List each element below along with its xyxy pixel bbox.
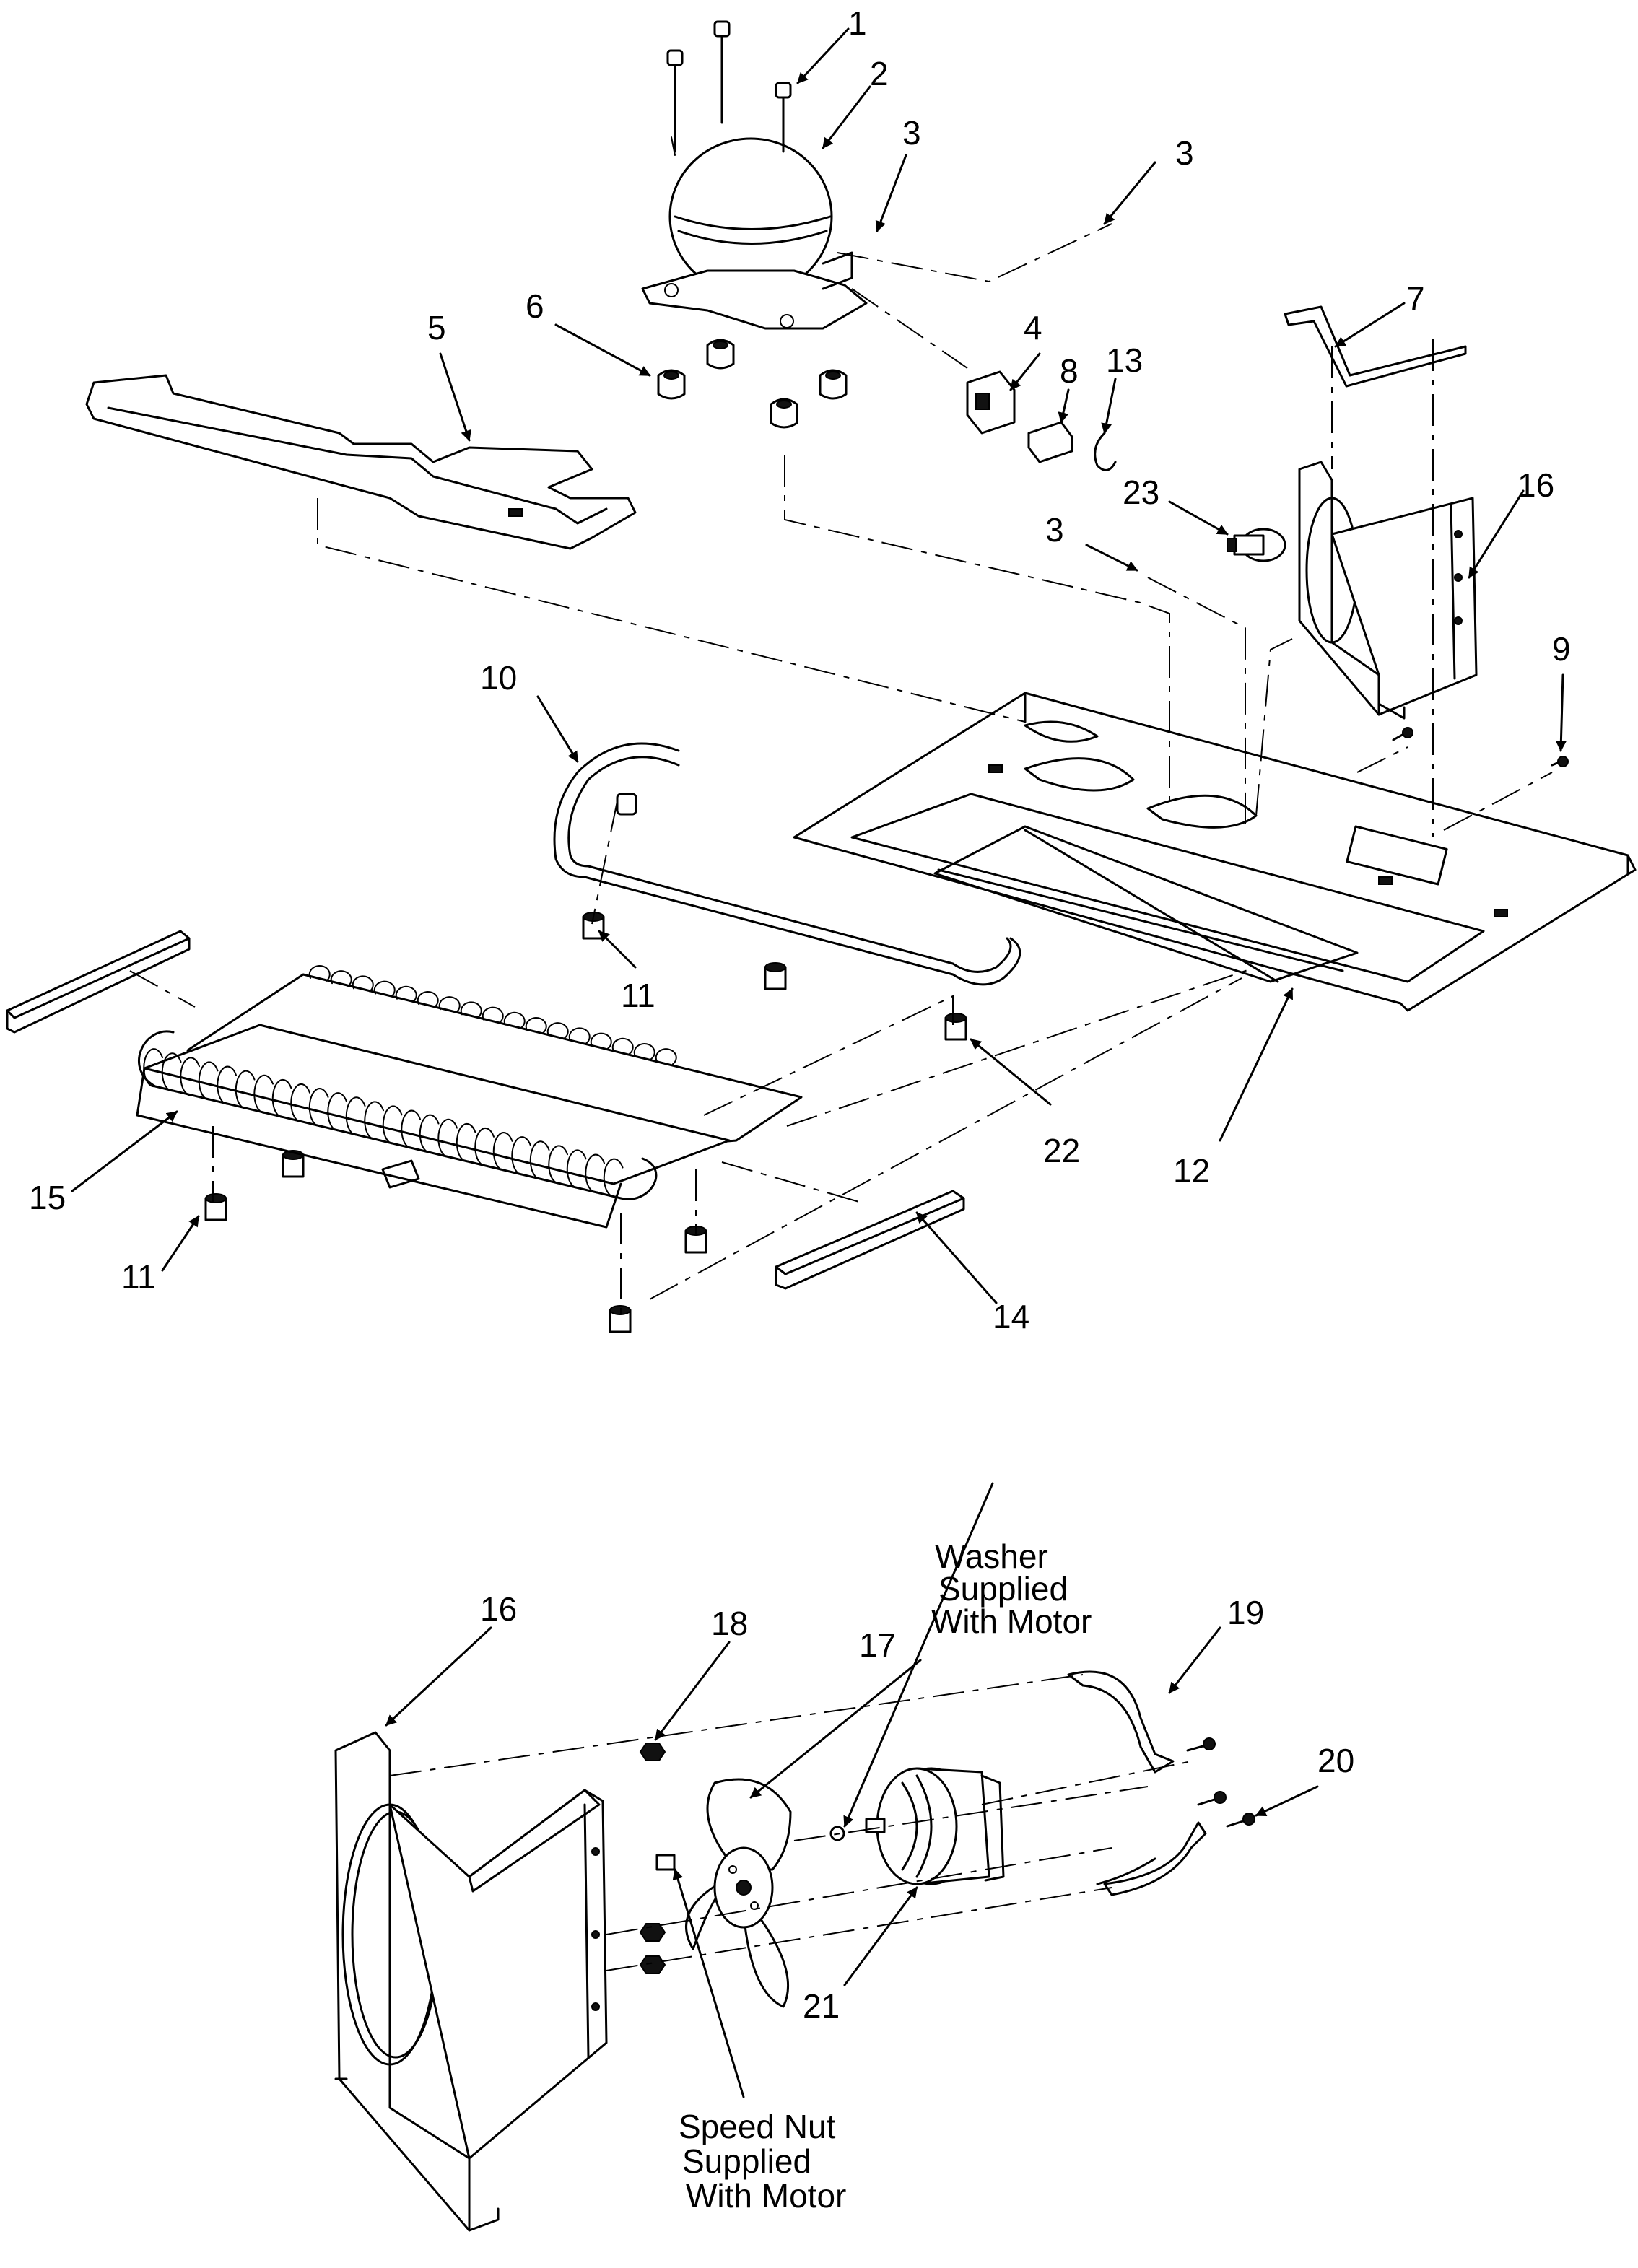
coil-loops bbox=[143, 965, 677, 1198]
drain-pan bbox=[85, 374, 637, 550]
callout-23: 23 bbox=[1123, 474, 1159, 511]
callout-16: 16 bbox=[480, 1590, 517, 1628]
speed-nut-note-line-1: Speed Nut bbox=[679, 2108, 836, 2145]
overload bbox=[1027, 421, 1073, 463]
speed-nut-note-line-2: Supplied bbox=[682, 2142, 811, 2180]
callout-7: 7 bbox=[1406, 280, 1425, 318]
callout-13: 13 bbox=[1106, 341, 1143, 379]
washer-note-line-2: Supplied bbox=[938, 1570, 1068, 1608]
relay bbox=[966, 370, 1016, 435]
callout-8: 8 bbox=[1060, 352, 1079, 390]
brace bbox=[1284, 305, 1467, 388]
condenser-coil bbox=[136, 973, 803, 1229]
base-plate bbox=[793, 692, 1637, 1012]
condenser-tube bbox=[553, 742, 1021, 986]
callout-20: 20 bbox=[1317, 1742, 1354, 1779]
callout-6: 6 bbox=[526, 287, 544, 325]
speed-nut-note-line-3: With Motor bbox=[686, 2177, 846, 2215]
compressor bbox=[641, 136, 868, 330]
callout-3: 3 bbox=[1175, 134, 1194, 172]
callout-11: 11 bbox=[121, 1258, 156, 1296]
callout-3: 3 bbox=[902, 114, 921, 152]
speed-nut-note: Speed Nut Supplied With Motor bbox=[679, 2108, 846, 2215]
motor-brackets bbox=[1067, 1670, 1207, 1896]
callout-15: 15 bbox=[29, 1179, 66, 1216]
callout-labels: 1 2 3 3 4 5 6 7 8 13 23 16 3 9 10 11 22 … bbox=[29, 4, 1571, 2025]
callout-1: 1 bbox=[848, 4, 867, 42]
compressor-bolts bbox=[666, 20, 792, 153]
callout-3: 3 bbox=[1045, 511, 1064, 549]
washer-note: Washer Supplied With Motor bbox=[931, 1538, 1092, 1640]
assembly-lines-top bbox=[129, 223, 1553, 1314]
callout-17: 17 bbox=[859, 1626, 896, 1664]
fan-motor bbox=[829, 1767, 1005, 1885]
capacitor bbox=[1227, 528, 1286, 562]
fan-blade bbox=[655, 1778, 792, 2008]
callout-18: 18 bbox=[711, 1605, 748, 1642]
base-bolts bbox=[1392, 727, 1569, 767]
washer-note-line-3: With Motor bbox=[931, 1602, 1092, 1640]
callout-16: 16 bbox=[1517, 466, 1554, 504]
callout-4: 4 bbox=[1024, 309, 1042, 346]
callout-2: 2 bbox=[870, 55, 889, 92]
callout-21: 21 bbox=[803, 1987, 840, 2025]
callout-5: 5 bbox=[427, 309, 446, 346]
callout-11: 11 bbox=[621, 977, 655, 1014]
callout-arrows bbox=[71, 27, 1567, 2098]
fan-shroud-bottom bbox=[334, 1731, 608, 2232]
motor-screws bbox=[1186, 1737, 1255, 1828]
washer-note-line-1: Washer bbox=[935, 1538, 1048, 1575]
callout-12: 12 bbox=[1173, 1152, 1210, 1190]
callout-22: 22 bbox=[1043, 1132, 1080, 1169]
fan-shroud-top bbox=[1298, 461, 1478, 720]
callout-9: 9 bbox=[1552, 630, 1571, 668]
callout-14: 14 bbox=[993, 1298, 1029, 1335]
grommets bbox=[657, 339, 848, 429]
callout-10: 10 bbox=[480, 659, 517, 697]
clip bbox=[1094, 432, 1117, 471]
callout-19: 19 bbox=[1227, 1594, 1264, 1631]
